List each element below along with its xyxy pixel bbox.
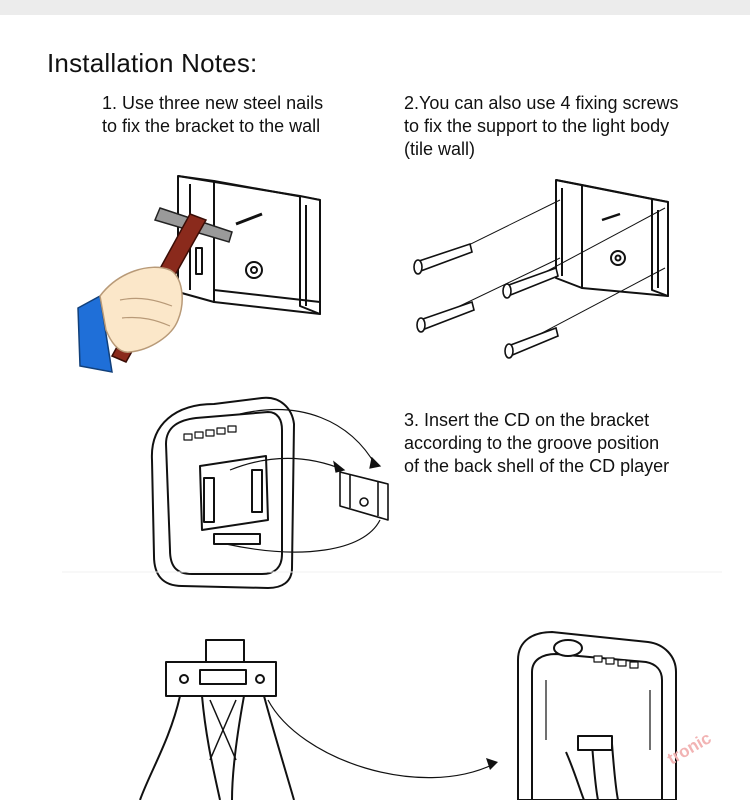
step-2-line-1: 2.You can also use 4 fixing screws	[404, 93, 679, 113]
step-2-text: 2.You can also use 4 fixing screws to fi…	[404, 92, 734, 161]
mount-arrowhead-icon	[486, 758, 498, 770]
step-2-line-3: (tile wall)	[404, 139, 476, 159]
wall-bracket-icon	[177, 175, 321, 315]
mount-arrow-icon	[267, 699, 495, 779]
cd-player-back-icon	[150, 396, 295, 589]
insert-arrow-icon	[225, 409, 382, 553]
page-title: Installation Notes:	[47, 48, 258, 78]
step-3-line-1: 3. Insert the CD on the bracket	[404, 410, 650, 430]
step-3-line-3: of the back shell of the CD player	[404, 456, 670, 476]
screw-icon	[413, 199, 666, 359]
step-1-line-2: to fix the bracket to the wall	[102, 116, 321, 136]
cd-player-device-icon	[517, 631, 677, 800]
step-1-line-1: 1. Use three new steel nails	[102, 93, 324, 113]
screw-bracket-icon	[555, 179, 669, 297]
small-bracket-icon	[339, 471, 389, 521]
step-2-line-2: to fix the support to the light body	[404, 116, 670, 136]
step-1-text: 1. Use three new steel nails to fix the …	[102, 92, 392, 138]
step-3-text: 3. Insert the CD on the bracket accordin…	[404, 409, 734, 478]
hand-icon	[77, 266, 183, 373]
top-band	[0, 0, 750, 15]
step-3-line-2: according to the groove position	[404, 433, 660, 453]
stand-mount-icon	[139, 639, 295, 800]
